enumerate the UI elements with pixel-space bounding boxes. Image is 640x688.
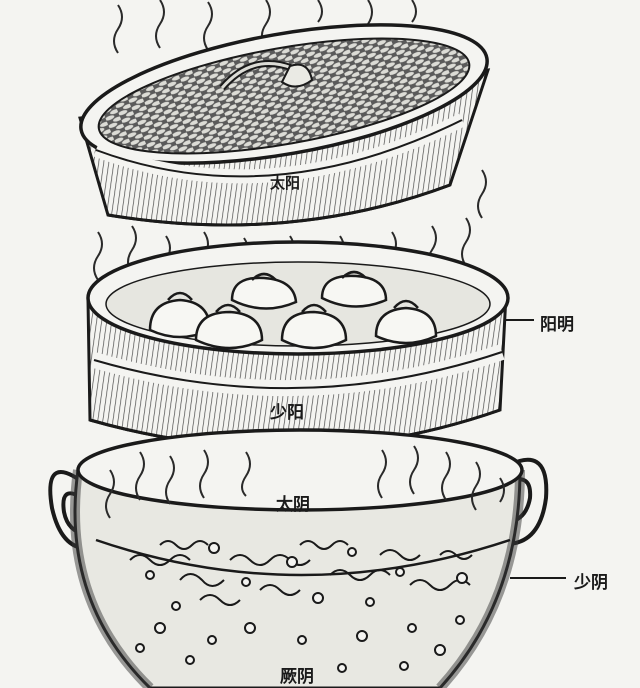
label-middle-tier-side: 阳明 <box>540 315 574 335</box>
label-pot-bottom: 厥阴 <box>280 667 314 687</box>
dumpling <box>374 299 438 345</box>
lid-basket <box>78 23 491 227</box>
dumpling <box>194 303 264 350</box>
label-middle-tier: 少阳 <box>270 403 304 423</box>
label-pot-side: 少阴 <box>574 573 608 593</box>
label-lid: 太阳 <box>270 174 301 192</box>
steam-lines-top <box>113 0 417 54</box>
bubbles <box>135 542 468 673</box>
dumpling <box>230 272 298 310</box>
label-pot-top: 太阴 <box>276 495 310 515</box>
dumplings <box>148 270 438 350</box>
steam-lines-pot <box>105 445 505 519</box>
dumpling <box>280 303 348 350</box>
dumpling <box>320 270 388 308</box>
dumpling <box>148 291 212 339</box>
